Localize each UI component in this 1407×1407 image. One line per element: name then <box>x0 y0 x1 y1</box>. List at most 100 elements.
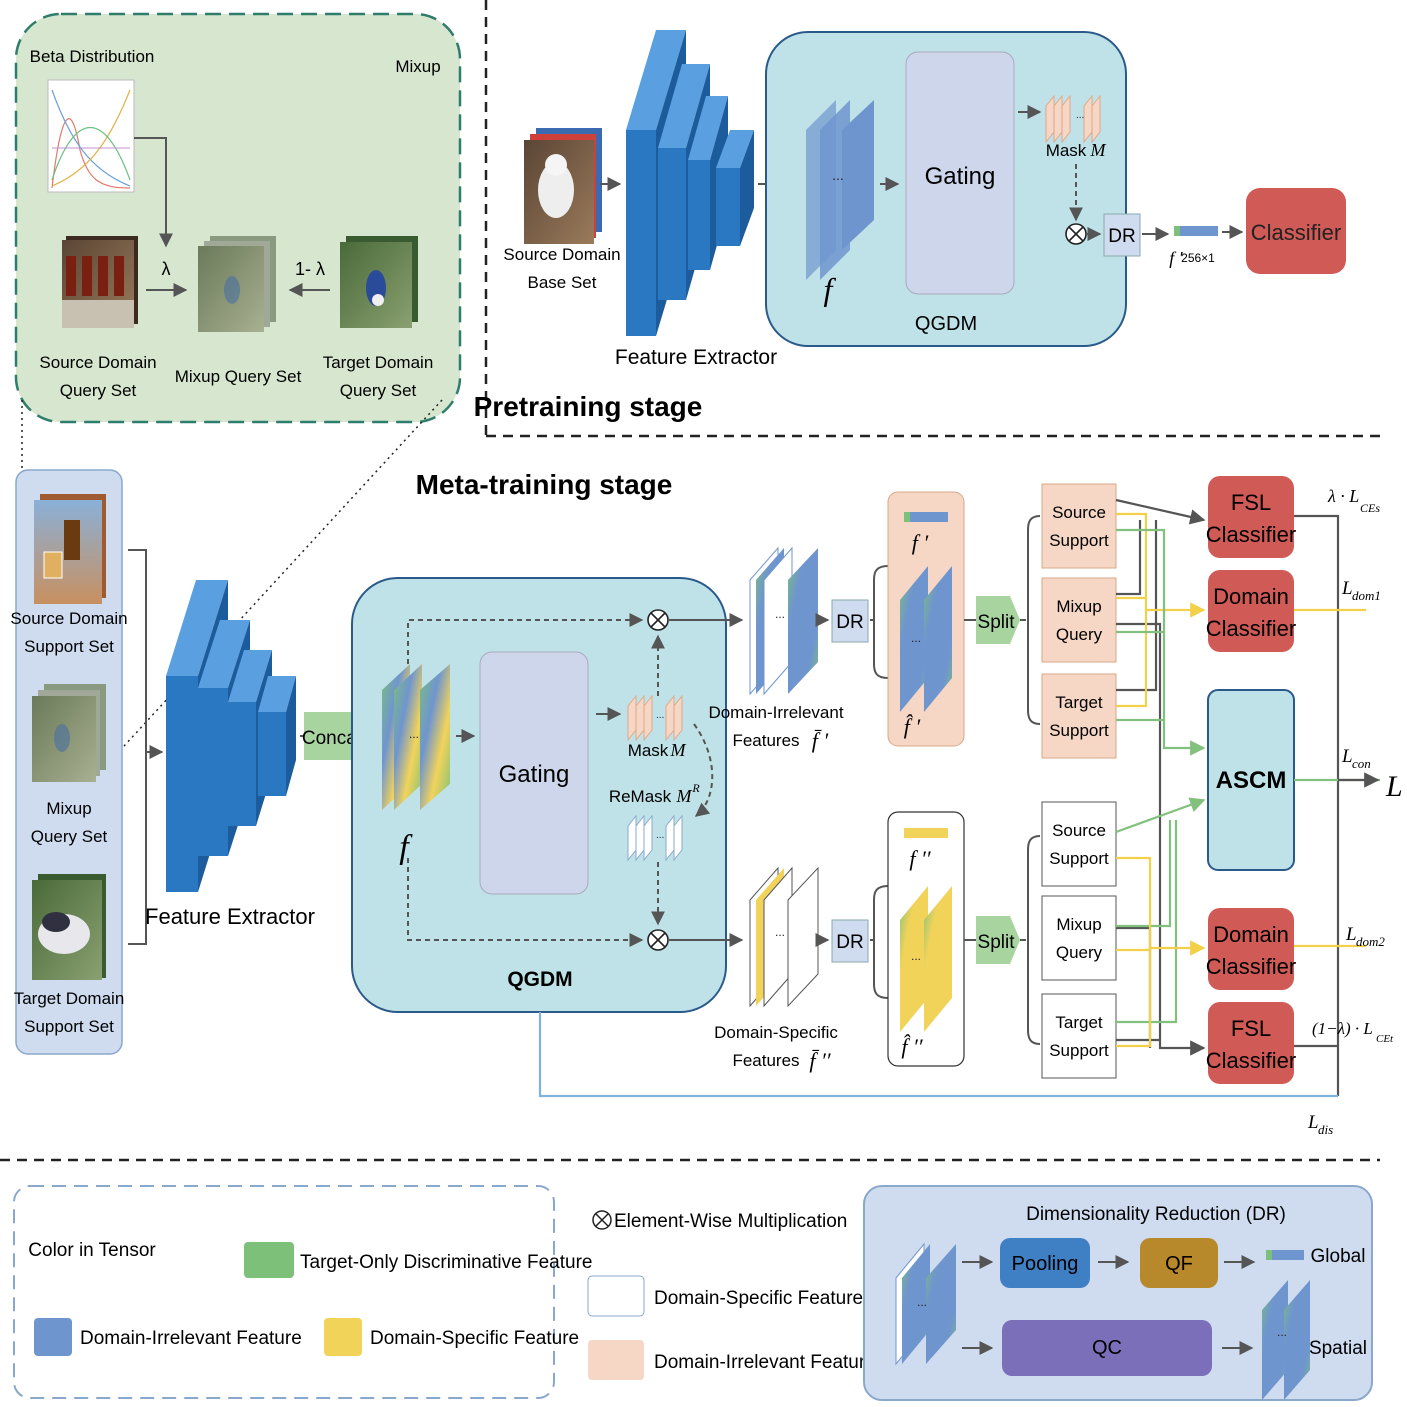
meta-mask-tensor: ... <box>627 694 683 742</box>
pretraining-stage-title: Pretraining stage <box>474 391 703 422</box>
svg-text:...: ... <box>409 727 419 741</box>
top-mixup-query-label-1: Mixup <box>1056 597 1101 616</box>
meta-dr-bottom-label: DR <box>836 932 863 953</box>
source-support-image <box>34 494 106 604</box>
meta-feature-extractor <box>166 580 296 892</box>
target-support-label-2: Support Set <box>24 1017 114 1036</box>
legend: Color in Tensor Target-Only Discriminati… <box>13 1185 1373 1401</box>
loss-dom2-sub: dom2 <box>1356 934 1385 949</box>
top-source-support-label-1: Source <box>1052 503 1106 522</box>
meta-feature-extractor-label: Feature Extractor <box>145 904 315 929</box>
meta-training-stage-title: Meta-training stage <box>416 469 673 500</box>
dom-specific-legend-label: Domain-Specific Feature <box>370 1328 579 1349</box>
top-source-support-label-2: Support <box>1049 531 1109 550</box>
spatial-label: Spatial <box>1309 1338 1367 1359</box>
dom-irrelevant-swatch <box>34 1318 72 1356</box>
source-support-label-1: Source Domain <box>10 609 127 628</box>
top-fprime-vector <box>904 512 948 522</box>
bottom-target-support-label-2: Support <box>1049 1041 1109 1060</box>
box-irrelevant-label: Domain-Irrelevant Feature <box>654 1352 876 1373</box>
dom-specific-swatch <box>324 1318 362 1356</box>
bottom-mixup-query-label-2: Query <box>1056 943 1103 962</box>
remask-tensor: ... <box>627 814 683 862</box>
target-support-label-1: Target Domain <box>14 989 125 1008</box>
top-target-support-label-1: Target <box>1055 693 1103 712</box>
spatial-tensor: ... <box>1262 1280 1310 1400</box>
bottom-mixup-query-box <box>1041 895 1117 981</box>
mixup-corner-label: Mixup <box>395 57 440 76</box>
domain-specific-tensor: ... <box>749 866 819 1008</box>
top-fprime-label: f ′ <box>912 530 930 555</box>
source-query-label-1: Source Domain <box>39 353 156 372</box>
remask-label: ReMask <box>609 787 672 806</box>
svg-text:...: ... <box>911 949 921 963</box>
target-query-label-2: Query Set <box>340 381 417 400</box>
meta-dr-top-label: DR <box>836 612 863 633</box>
meta-qgdm-label: QGDM <box>507 968 572 991</box>
dom-irrelevant-legend-label: Domain-Irrelevant Feature <box>80 1328 302 1349</box>
target-support-image <box>32 874 106 980</box>
mixup-query-image <box>198 236 276 332</box>
loss-dom1-sub: dom1 <box>1352 588 1381 603</box>
pretrain-gating-box <box>905 51 1015 295</box>
meta-gating-box <box>479 651 589 895</box>
svg-text:...: ... <box>911 631 921 645</box>
remask-superscript: R <box>691 781 700 795</box>
loss-con-label: L <box>1341 746 1353 767</box>
pretrain-dr-box <box>1103 213 1141 257</box>
svg-text:...: ... <box>656 830 664 841</box>
beta-distribution-plot <box>47 79 135 193</box>
bottom-source-support-box <box>1041 801 1117 887</box>
pretrain-multiply-icon <box>1065 223 1087 245</box>
bottom-mixup-query-label-1: Mixup <box>1056 915 1101 934</box>
source-base-label-1: Source Domain <box>503 245 620 264</box>
domain-classifier-bottom-box <box>1208 908 1294 990</box>
domain-classifier-bottom-label-2: Classifier <box>1206 954 1296 979</box>
beta-distribution-label: Beta Distribution <box>30 47 155 66</box>
color-legend-box <box>13 1185 555 1399</box>
remask-symbol: M <box>676 786 693 806</box>
qc-label: QC <box>1092 1337 1122 1359</box>
loss-ce-t-label: (1−λ) · L <box>1312 1019 1373 1038</box>
mixup-query-set-label-2: Query Set <box>31 827 108 846</box>
top-source-support-box <box>1041 483 1117 569</box>
loss-ce-t-sub: CEt <box>1376 1033 1394 1045</box>
top-target-support-label-2: Support <box>1049 721 1109 740</box>
split-top-label: Split <box>978 612 1016 633</box>
lambda-label: λ <box>162 259 171 279</box>
target-query-image <box>340 236 418 328</box>
loss-ce-s-label: λ · L <box>1327 486 1359 506</box>
loss-dom2-label: L <box>1345 924 1357 945</box>
qf-box <box>1140 1238 1218 1288</box>
source-base-image <box>524 128 602 244</box>
elementwise-label: Element-Wise Multiplication <box>614 1211 847 1232</box>
svg-text:...: ... <box>775 925 785 939</box>
bottom-source-support-label-2: Support <box>1049 849 1109 868</box>
bottom-fdprime-label: f ′′ <box>909 846 931 871</box>
meta-training-stage: Meta-training stage Source Domain Suppor… <box>10 469 1402 1137</box>
loss-lines <box>538 514 1380 1098</box>
fsl-classifier-bottom-box <box>1208 1002 1294 1084</box>
loss-dom1-label: L <box>1341 578 1353 599</box>
color-legend-title: Color in Tensor <box>28 1240 156 1261</box>
qc-box <box>1002 1320 1212 1376</box>
source-query-label-2: Query Set <box>60 381 137 400</box>
fsl-classifier-top-label-1: FSL <box>1231 490 1271 515</box>
svg-text:...: ... <box>1277 1325 1287 1339</box>
domain-classifier-bottom-label-1: Domain <box>1213 922 1289 947</box>
pretraining-stage: Source Domain Base Set Feature Extractor <box>474 30 1346 422</box>
domain-classifier-top-label-2: Classifier <box>1206 616 1296 641</box>
source-query-image <box>62 236 138 328</box>
meta-multiply-bottom-icon <box>647 929 669 951</box>
box-specific-label: Domain-Specific Feature <box>654 1288 863 1309</box>
pretrain-gating-label: Gating <box>925 163 996 190</box>
pretrain-f-tensor: ... <box>806 100 874 280</box>
meta-gating-label: Gating <box>499 761 570 788</box>
svg-text:...: ... <box>917 1295 927 1309</box>
loss-dis-sub: dis <box>1318 1122 1333 1137</box>
f-bar-dprime-label: f̄ ′′ <box>809 1048 831 1073</box>
top-mixup-query-box <box>1041 577 1117 663</box>
bottom-fhat-label: f̂ ′′ <box>901 1034 923 1059</box>
box-irrelevant-swatch <box>588 1340 644 1380</box>
mixup-query-set-image <box>32 684 106 782</box>
